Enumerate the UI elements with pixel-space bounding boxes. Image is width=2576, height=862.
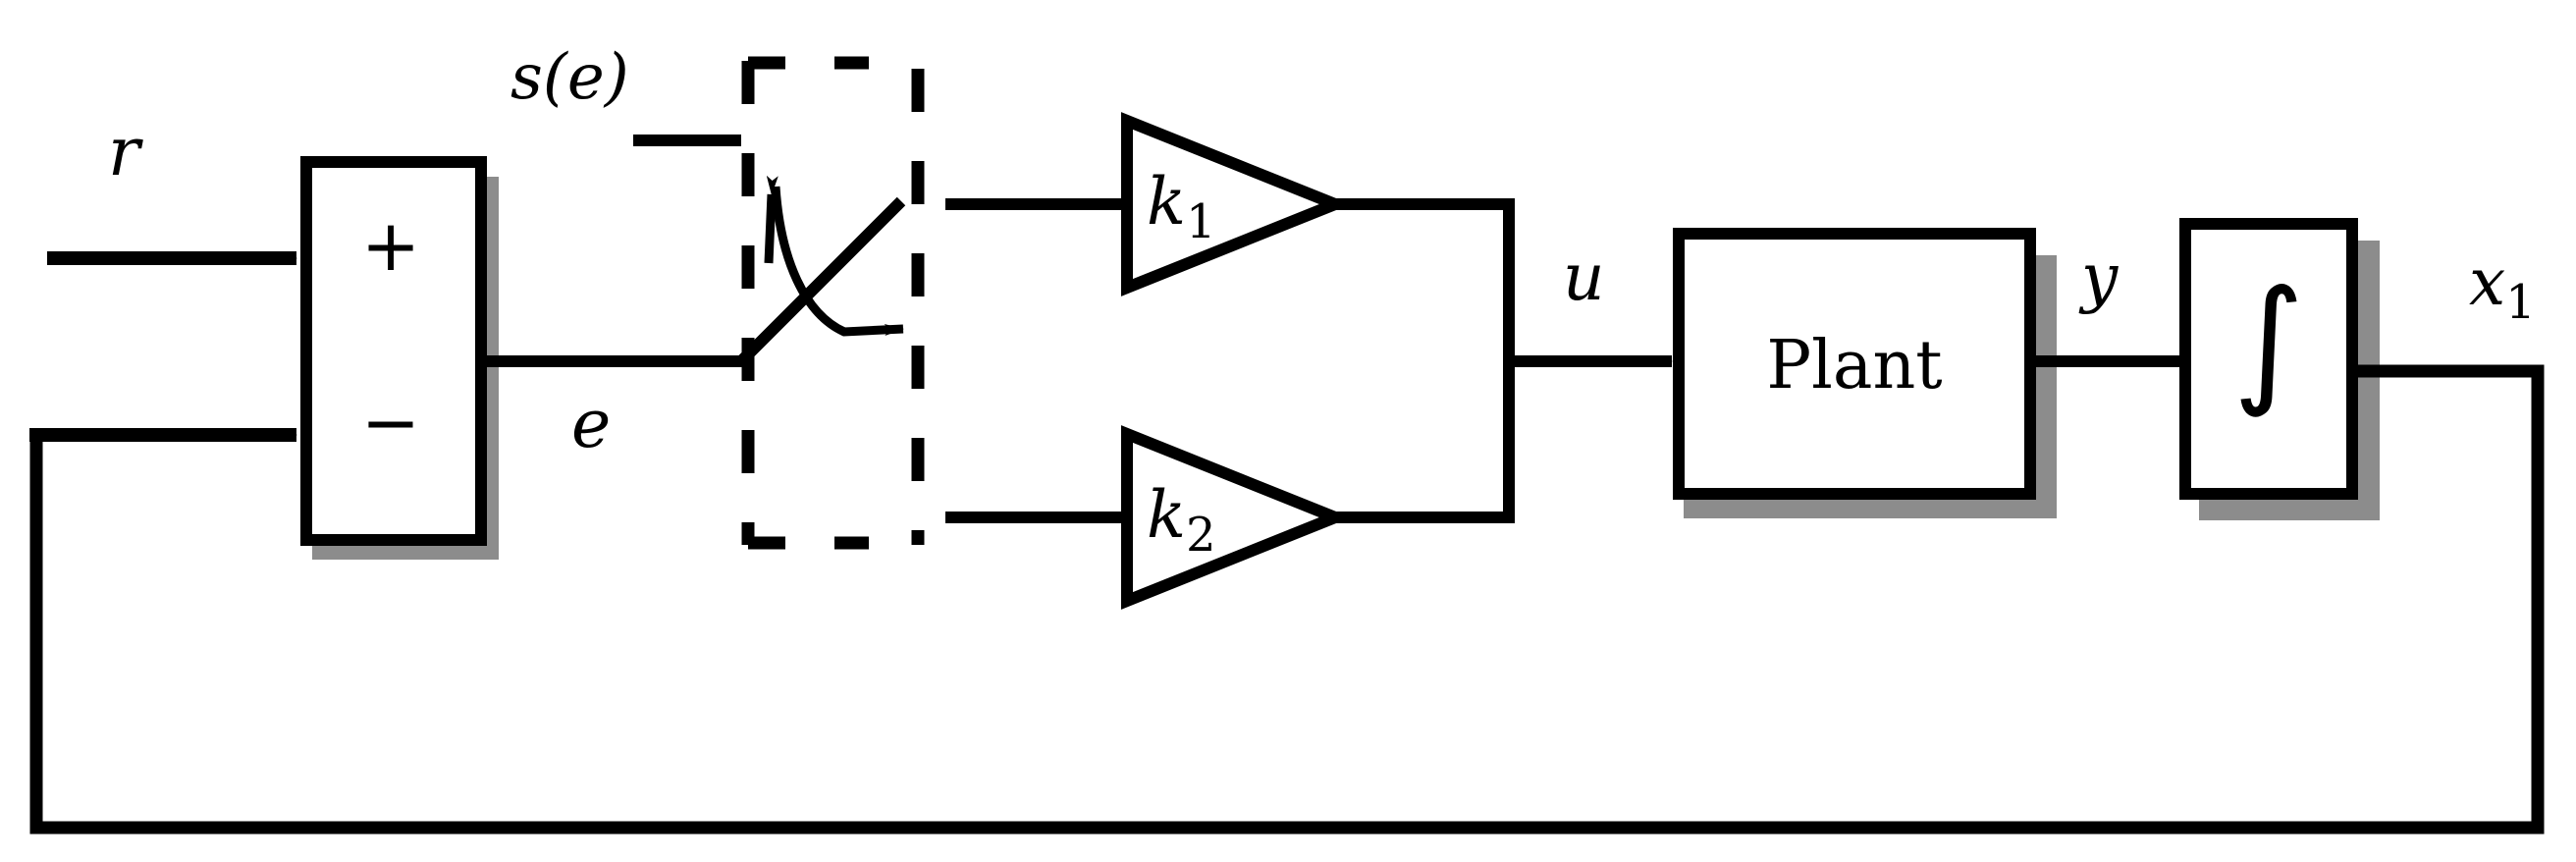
gain-k1-subscript: 1 xyxy=(1186,194,1216,249)
switch-rotation-arrow xyxy=(771,186,904,337)
switch-frame xyxy=(741,56,925,550)
switch-function-label: s(e) xyxy=(510,41,629,114)
signal-r-label: r xyxy=(108,114,143,191)
gain-k1-block xyxy=(1121,112,1352,296)
plus-sign: + xyxy=(361,204,420,287)
sum-block xyxy=(300,156,487,546)
switch-blade xyxy=(736,196,906,366)
signal-x1-subscript: 1 xyxy=(2505,275,2536,330)
gain-k1-label: k1 xyxy=(1147,164,1216,249)
signal-y-label: y xyxy=(2078,240,2119,315)
signal-x1-label: x1 xyxy=(2469,244,2536,330)
plant-block xyxy=(1673,228,2036,500)
minus-sign: − xyxy=(361,381,420,463)
gain-k2-label: k2 xyxy=(1147,477,1216,563)
switch-rotation-arrow-head-up xyxy=(764,175,778,264)
plant-label: Plant xyxy=(1766,327,1942,404)
integrator-block xyxy=(2179,218,2358,500)
gain-k2-subscript: 2 xyxy=(1186,508,1216,563)
gain-merge-wire xyxy=(1335,198,1515,523)
feedback-loop-wire xyxy=(29,364,2545,835)
gain-k2-block xyxy=(1121,425,1352,610)
integral-sign: ∫ xyxy=(2233,261,2305,421)
signal-e-label: e xyxy=(571,386,611,463)
signal-u-label: u xyxy=(1563,240,1605,315)
